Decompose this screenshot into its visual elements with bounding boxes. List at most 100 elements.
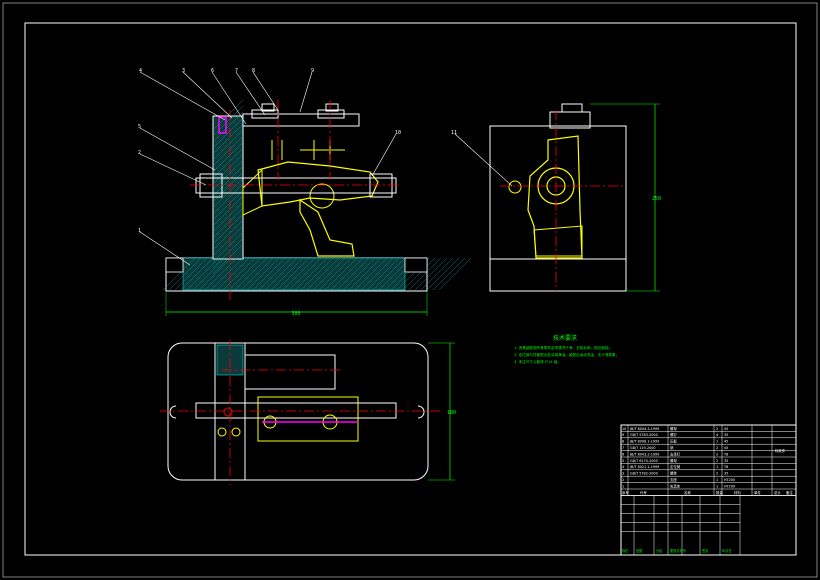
parts-cell: 4 [716,433,718,437]
hatch-line [240,257,274,291]
screw-cap-right [325,103,339,112]
parts-header-cell: 单件 [754,490,761,495]
top-hole-3 [231,427,241,437]
leader-7 [235,71,266,116]
hatch-line [216,257,250,291]
nut-right [369,173,393,198]
base-notch-left [165,257,184,273]
parts-header-cell: 名称 [684,490,691,495]
base-notch-right [404,257,428,273]
screw-cap-left [261,103,275,112]
hatch-line [212,141,244,173]
top-bolt [195,402,397,419]
hatch-line [282,257,316,291]
parts-header-cell: 数量 [716,490,723,495]
hatch-line [212,165,244,197]
hatch-line [204,257,238,291]
hatch-line [198,257,232,291]
side-workpiece-foot [533,225,583,257]
hatch-line [306,257,340,291]
hatch-line [212,225,244,257]
locating-pin [218,116,227,134]
workpiece-lower [299,198,355,257]
hatch-line [324,257,358,291]
title-block [620,494,797,556]
parts-cell: T8 [723,465,728,469]
leader-8 [252,71,279,111]
parts-cell: JB/T 8021.1-1999 [629,465,659,469]
hatch-line [300,257,334,291]
balloon-2: 2 [138,150,141,156]
balloon-4: 4 [139,68,142,74]
horizontal-bolt [195,177,397,194]
hatch-line [414,257,448,291]
top-clamp-block [244,354,336,390]
side-height-dim-text: 250 [652,196,661,202]
parts-cell: 螺母 [670,458,677,463]
clamp-screw-head-right [317,109,345,119]
parts-cell: 3 [622,472,624,476]
technical-requirements: 技术要求 1. 夹具装配前所有零件必须清洗干净，去除毛刺、锐边倒钝； 2. 定位… [514,334,619,364]
hatch-line [186,257,220,291]
hatch-line [294,257,328,291]
hatch-line [228,257,262,291]
base-hatch-area [182,257,406,291]
drawing-frame [24,22,797,556]
hatch-line [366,257,400,291]
title-block-cell: 分区 [656,548,663,553]
title-block-cell: 标记 [622,548,629,553]
hatch-line [246,257,280,291]
parts-header-cell: 总计 [774,490,781,495]
hatch-line [212,135,244,167]
side-view: 250 [489,103,661,292]
parts-cell: 35 [724,433,728,437]
tech-req-line-2: 2. 定位销与衬套配合处涂润滑油，装配后运动灵活，无卡滞现象； [514,352,619,357]
hatch-line [354,257,388,291]
parts-cell: 2 [622,478,624,482]
parts-cell: 销 [670,445,674,450]
balloon-10: 10 [395,130,401,136]
balloon-9: 9 [311,68,314,74]
hatch-line [212,219,244,251]
hatch-line [212,111,244,143]
parts-cell: 1 [716,484,718,488]
hatch-line [330,257,364,291]
parts-cell: 35 [724,472,728,476]
hatch-line [212,99,244,131]
parts-cell: GB/T 5782-2000 [630,472,658,476]
hatch-line [342,257,376,291]
leader-11 [454,133,513,187]
top-height-dim-text: 180 [447,410,456,416]
top-hole-2 [217,427,227,437]
top-hole-1 [223,407,233,417]
parts-header-cell: 序号 [622,490,629,495]
parts-cell: 定位销 [670,464,681,469]
parts-cell: GB/T 119-2000 [630,446,656,450]
tech-req-line-3: 3. 未注尺寸公差按 IT14 级。 [514,359,561,364]
hatch-line [212,117,244,149]
balloon-1: 1 [138,228,141,234]
hatch-line [432,257,466,291]
parts-header-cell: 代号 [640,490,647,495]
leader-4 [139,71,226,121]
top-slot-left [169,405,177,419]
hatch-line [336,257,370,291]
side-pin-circle [508,180,522,194]
parts-cell: 10 [622,427,626,431]
hatch-line [210,257,244,291]
parts-cell: 螺母 [670,426,677,431]
hatch-line [212,237,244,269]
top-workpiece [257,396,359,442]
hatch-line [180,257,214,291]
hatch-line [212,129,244,161]
hatch-line [192,257,226,291]
balloon-3: 3 [182,68,185,74]
parts-cell: 8 [622,440,624,444]
parts-cell: T8 [723,452,728,456]
hatch-line [252,257,286,291]
balloon-5: 5 [138,124,141,130]
hatch-line [264,257,298,291]
hatch-line [288,257,322,291]
front-width-dim-text: 300 [291,311,300,317]
